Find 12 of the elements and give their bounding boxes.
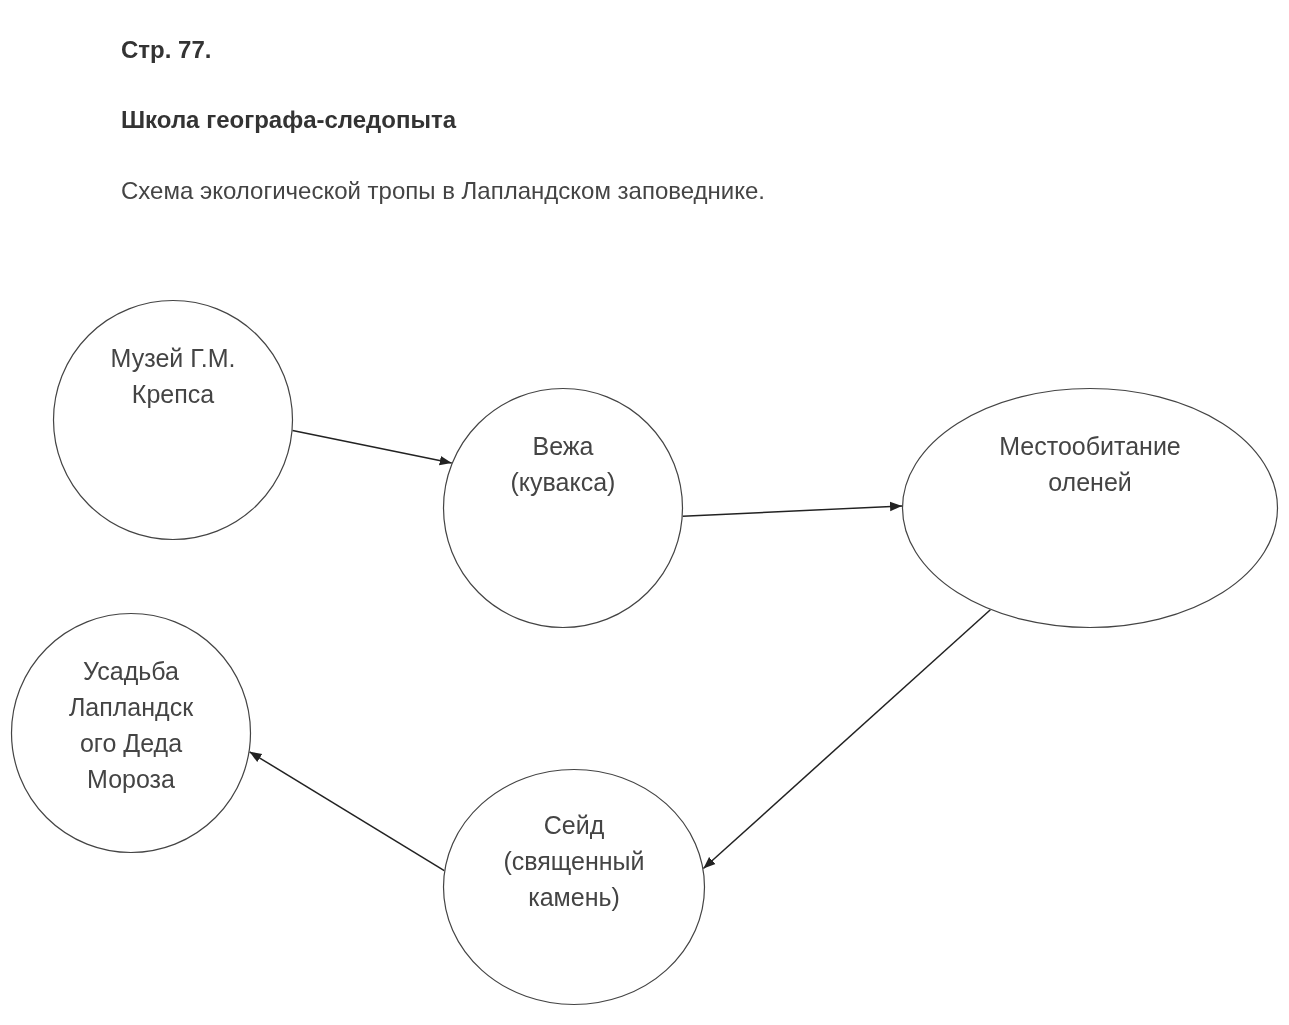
- arrow: [702, 609, 992, 870]
- arrow: [681, 501, 903, 518]
- arrow: [248, 751, 445, 872]
- page-number: Стр. 77.: [121, 36, 212, 64]
- location-label: Сейд (священный камень): [502, 810, 646, 913]
- location-label: Вежа (кувакса): [509, 431, 617, 498]
- location-label: Местообитание оленей: [998, 431, 1182, 498]
- location-label: Музей Г.М. Крепса: [109, 343, 237, 410]
- heading: Школа географа-следопыта: [121, 106, 457, 134]
- description-text: Схема экологической тропы в Лапландском заповеднике.: [121, 177, 766, 205]
- arrow: [291, 429, 453, 466]
- location-label: Усадьба Лапландск ого Деда Мороза: [67, 656, 195, 795]
